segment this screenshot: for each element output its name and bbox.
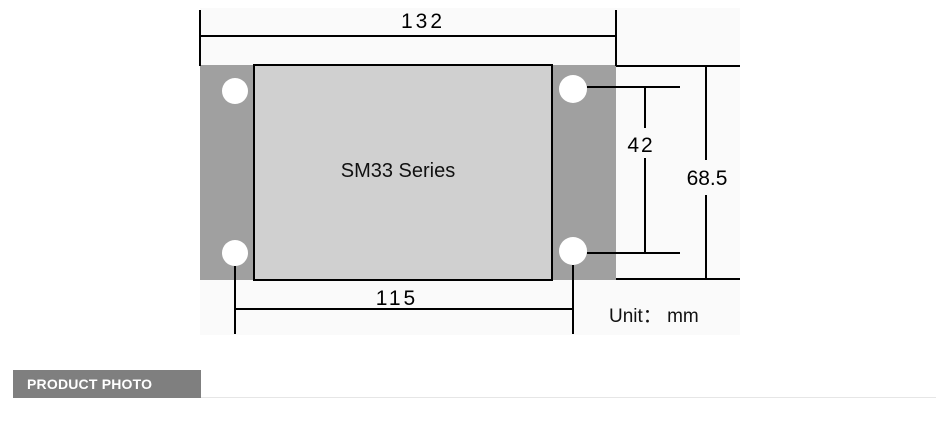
mounting-hole-top-left <box>222 78 248 104</box>
overall-width-value: 132 <box>401 10 445 33</box>
hole-spacing-vertical-value: 42 <box>627 134 654 157</box>
product-photo-header: PRODUCT PHOTO <box>13 370 201 398</box>
series-label: SM33 Series <box>341 160 456 182</box>
device-body <box>253 64 553 281</box>
mounting-hole-bottom-right <box>559 237 587 265</box>
unit-note: Unit： mm <box>609 306 699 327</box>
overall-width-dimension <box>199 10 617 66</box>
hole-spacing-horizontal-dimension <box>234 265 574 334</box>
product-photo-title: PRODUCT PHOTO <box>27 376 153 392</box>
section-divider <box>201 397 936 398</box>
overall-height-value: 68.5 <box>687 167 728 190</box>
mounting-hole-bottom-left <box>222 240 248 266</box>
hole-spacing-vertical-dimension <box>587 86 680 254</box>
hole-spacing-horizontal-value: 115 <box>376 287 418 310</box>
mounting-hole-top-right <box>559 75 587 103</box>
overall-height-dimension <box>616 65 740 280</box>
